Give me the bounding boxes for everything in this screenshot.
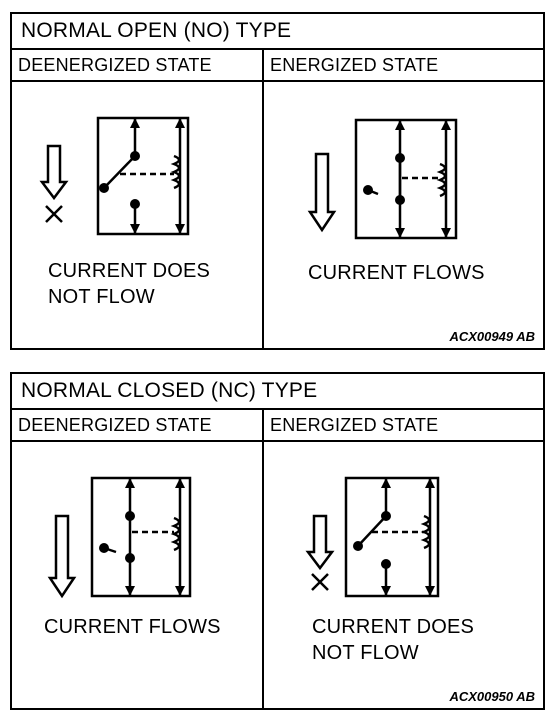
nc-energized-caption-line-2: NOT FLOW: [312, 642, 419, 664]
no-energized-header: ENERGIZED STATE: [264, 50, 543, 82]
no-deenergized-caption-line-1: CURRENT DOES: [48, 260, 211, 282]
nc-deenergized-header: DEENERGIZED STATE: [12, 410, 264, 442]
nc-deenergized-caption: CURRENT FLOWS: [44, 616, 221, 638]
no-deenergized-caption-line-2: NOT FLOW: [48, 286, 155, 308]
nc-energized-relay-diagram: [305, 476, 440, 598]
nc-deenergized-relay-diagram: [47, 476, 192, 599]
no-deenergized-header: DEENERGIZED STATE: [12, 50, 264, 82]
no-figure-code: ACX00949 AB: [449, 329, 535, 344]
nc-energized-caption: CURRENT DOES NOT FLOW: [312, 614, 474, 666]
nc-column-divider: [262, 410, 264, 708]
nc-figure-code: ACX00950 AB: [449, 689, 535, 704]
no-type-panel: NORMAL OPEN (NO) TYPE DEENERGIZED STATE …: [10, 12, 545, 350]
nc-type-panel: NORMAL CLOSED (NC) TYPE DEENERGIZED STAT…: [10, 372, 545, 710]
no-energized-caption: CURRENT FLOWS: [308, 262, 485, 284]
nc-energized-caption-line-1: CURRENT DOES: [312, 616, 475, 638]
no-deenergized-caption: CURRENT DOES NOT FLOW: [48, 258, 210, 310]
no-column-divider: [262, 50, 264, 348]
nc-energized-header: ENERGIZED STATE: [264, 410, 543, 442]
no-deenergized-relay-diagram: [39, 116, 190, 236]
no-energized-relay-diagram: [307, 118, 458, 240]
no-type-title: NORMAL OPEN (NO) TYPE: [12, 14, 543, 50]
nc-type-title: NORMAL CLOSED (NC) TYPE: [12, 374, 543, 410]
